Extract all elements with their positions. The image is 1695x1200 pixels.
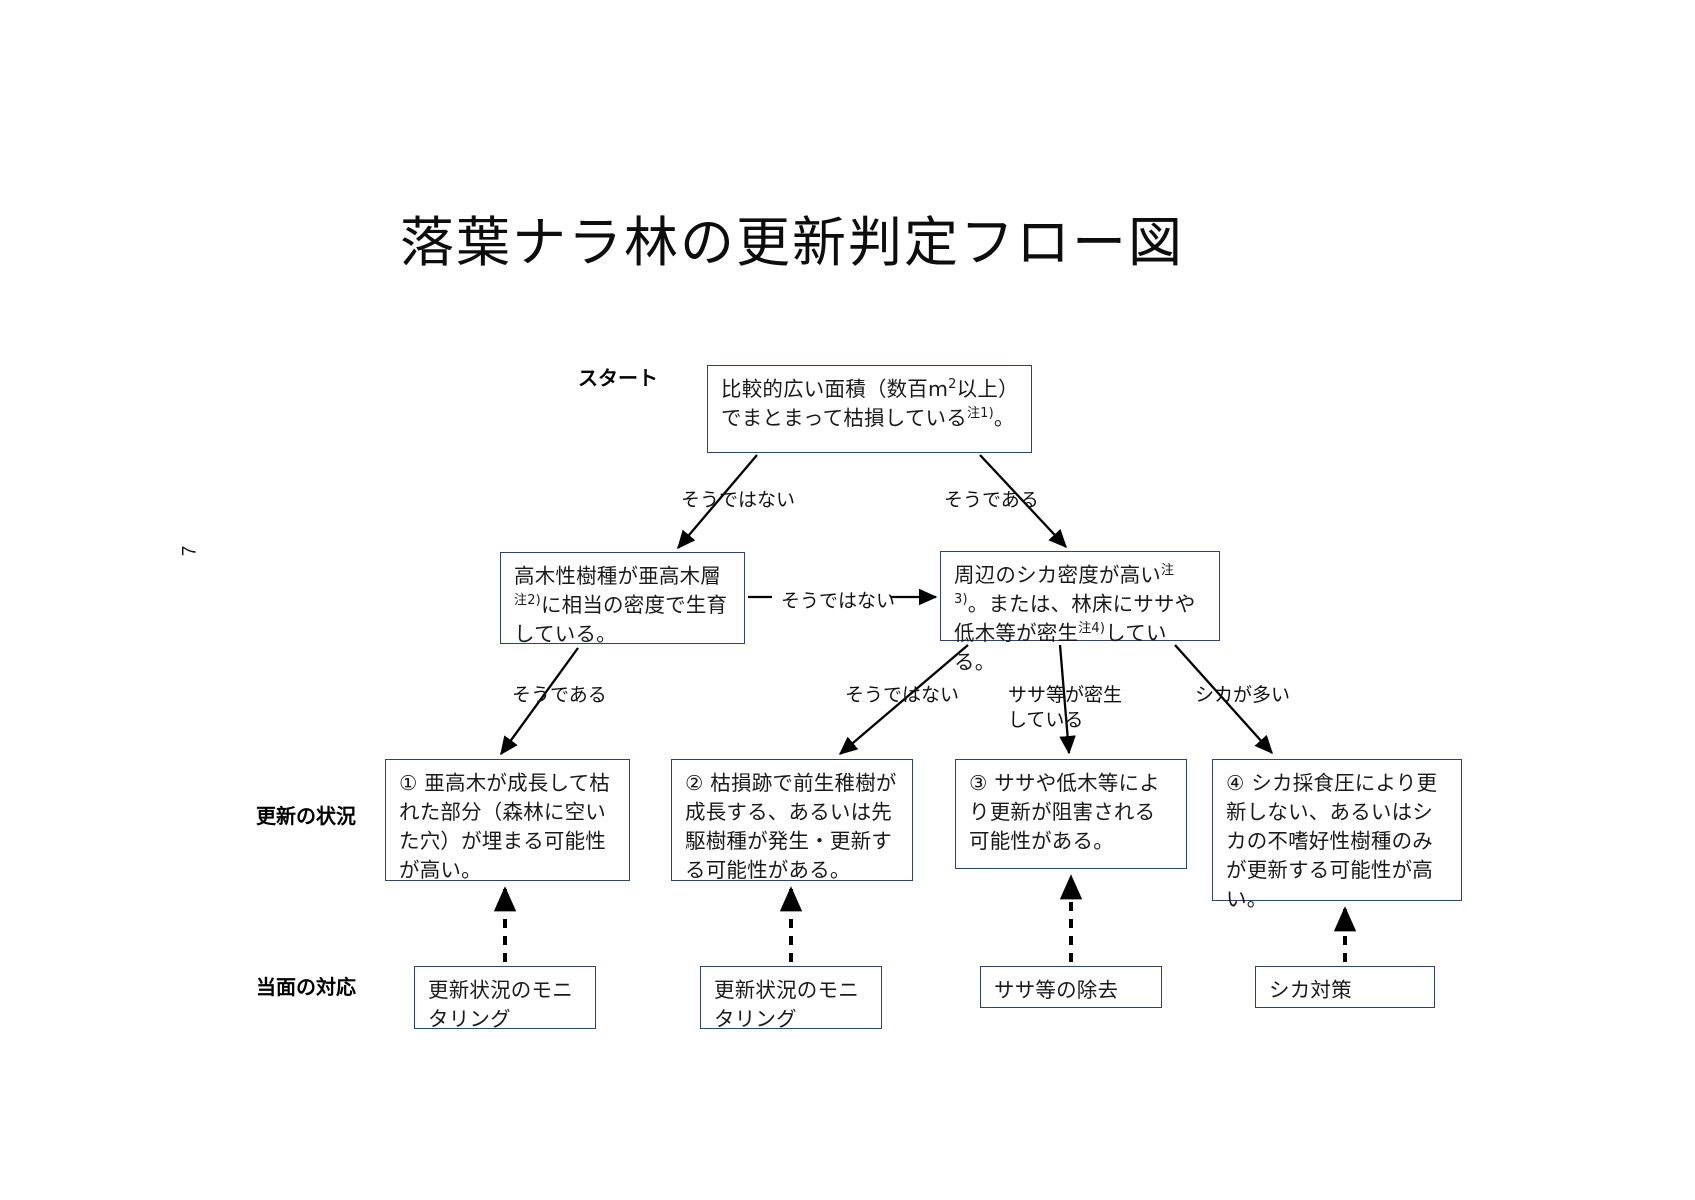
edge-label-start-to-q1: そうではない <box>681 489 796 511</box>
node-action-2-text: 更新状況のモニタリング <box>714 978 859 1032</box>
edge-label-q1-to-outcome1: そうである <box>512 684 607 706</box>
node-action-3-text: ササ等の除去 <box>994 978 1119 1002</box>
node-start-condition[interactable]: 比較的広い面積（数百m2以上）でまとまって枯損している注1)。 <box>707 365 1032 453</box>
node-outcome-1-text: ① 亜高木が成長して枯れた部分（森林に空いた穴）が埋まる可能性が高い。 <box>399 771 610 883</box>
node-outcome-3[interactable]: ③ ササや低木等により更新が阻害される可能性がある。 <box>955 759 1187 869</box>
node-question-subcanopy[interactable]: 高木性樹種が亜高木層注2)に相当の密度で生育している。 <box>500 552 745 647</box>
edge-label-q2-to-outcome3-line2: している <box>1008 709 1084 731</box>
node-question-deer-density[interactable]: 周辺のシカ密度が高い注3)。または、林床にササや低木等が密生注4)している。 <box>940 551 1220 674</box>
node-q1-text: 高木性樹種が亜高木層注2)に相当の密度で生育している。 <box>514 564 728 647</box>
node-outcome-3-text: ③ ササや低木等により更新が阻害される可能性がある。 <box>969 771 1160 854</box>
node-start-text: 比較的広い面積（数百m2以上）でまとまって枯損している注1)。 <box>721 377 1019 431</box>
node-action-1-text: 更新状況のモニタリング <box>428 978 573 1032</box>
edge-label-q1-to-q2: そうではない <box>781 590 896 612</box>
edge-label-q2-to-outcome3-line1: ササ等が密生 <box>1008 684 1123 706</box>
node-action-1[interactable]: 更新状況のモニタリング <box>414 966 596 1032</box>
page-title: 落葉ナラ林の更新判定フロー図 <box>400 211 1184 274</box>
row-label-status: 更新の状況 <box>256 804 356 828</box>
node-outcome-4[interactable]: ④ シカ採食圧により更新しない、あるいはシカの不嗜好性樹種のみが更新する可能性が… <box>1212 759 1462 911</box>
page-number: 7 <box>179 545 201 557</box>
node-action-4[interactable]: シカ対策 <box>1255 966 1435 1008</box>
node-action-4-text: シカ対策 <box>1269 978 1352 1002</box>
node-q2-text: 周辺のシカ密度が高い注3)。または、林床にササや低木等が密生注4)している。 <box>954 563 1196 675</box>
edge-label-q2-to-outcome2: そうではない <box>845 684 960 706</box>
row-label-action: 当面の対応 <box>256 975 356 999</box>
node-action-3[interactable]: ササ等の除去 <box>980 966 1162 1008</box>
node-outcome-2-text: ② 枯損跡で前生稚樹が成長する、あるいは先駆樹種が発生・更新する可能性がある。 <box>685 771 897 883</box>
edge-label-q2-to-outcome4: シカが多い <box>1195 684 1291 706</box>
node-outcome-4-text: ④ シカ採食圧により更新しない、あるいはシカの不嗜好性樹種のみが更新する可能性が… <box>1226 771 1438 912</box>
edge-label-start-to-q2: そうである <box>944 489 1039 511</box>
node-action-2[interactable]: 更新状況のモニタリング <box>700 966 882 1032</box>
node-outcome-2[interactable]: ② 枯損跡で前生稚樹が成長する、あるいは先駆樹種が発生・更新する可能性がある。 <box>671 759 913 883</box>
row-label-start: スタート <box>578 366 658 390</box>
node-outcome-1[interactable]: ① 亜高木が成長して枯れた部分（森林に空いた穴）が埋まる可能性が高い。 <box>385 759 630 883</box>
